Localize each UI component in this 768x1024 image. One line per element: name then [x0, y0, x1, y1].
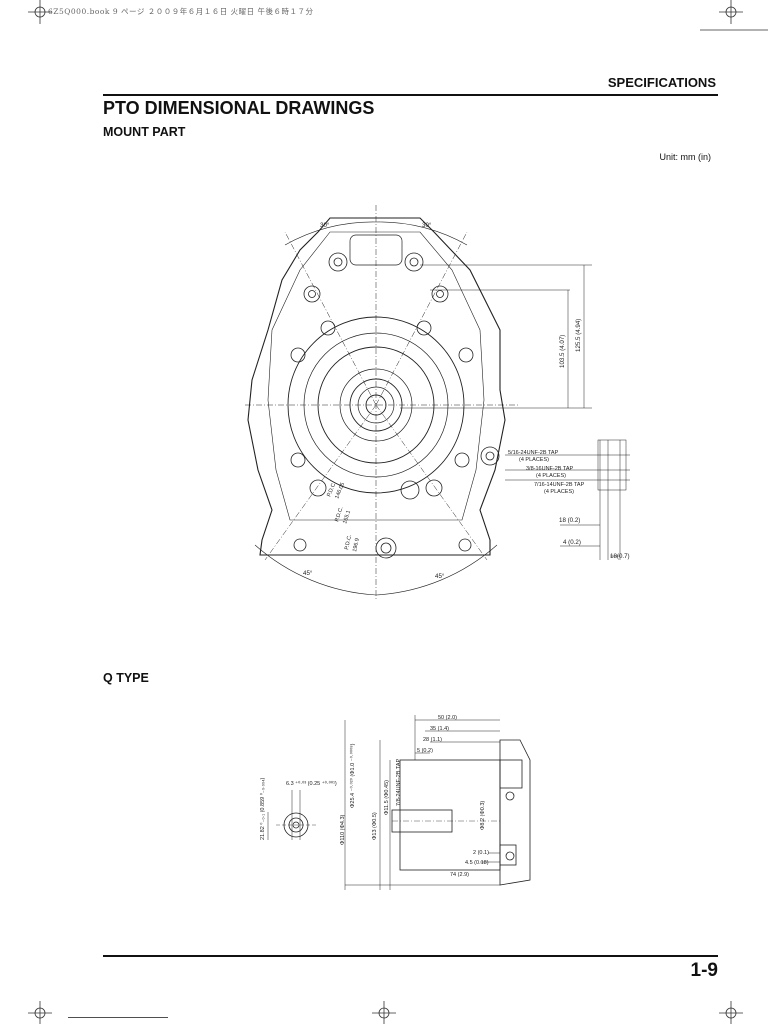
q-thread: 7/8-24UNF-2B TAP	[396, 758, 402, 806]
q-dim-4-5: 4.5 (0.18)	[465, 860, 489, 866]
crop-mark-bottom-left-icon	[28, 1001, 52, 1024]
angle-label-bottom-right: 45°	[435, 573, 445, 580]
angle-label-bottom-left: 45°	[303, 570, 313, 577]
q-dia-11-5: Φ11.5 (Φ0.45)	[384, 780, 390, 815]
page-subtitle: MOUNT PART	[103, 125, 186, 139]
bottom-rule	[103, 955, 718, 957]
pcd-label-1: P.D.C.	[326, 481, 338, 498]
q-dim-2: 2 (0.1)	[473, 850, 489, 856]
q-key-height: 21.82 ⁰₋₀.₁ (0.859 ⁰₋₀.₀₀₄)	[259, 778, 266, 840]
angle-label-top-left: 30°	[320, 222, 330, 229]
top-rule	[103, 94, 718, 96]
pcd-value-3: 196.9	[352, 538, 361, 553]
qtype-heading: Q TYPE	[103, 671, 149, 685]
q-dia-25-4: Φ25.4 ⁻⁰·⁰²⁰ (Φ1.0 ⁻⁰·⁰⁰⁰⁸)	[349, 743, 356, 808]
q-type-dimension-labels: 50 (2.0) 35 (1.4) 28 (1.1) 5 (0.2) 2 (0.…	[259, 715, 489, 878]
page-title: PTO DIMENSIONAL DRAWINGS	[103, 98, 375, 118]
q-dia-13: Φ13 (Φ0.5)	[372, 812, 378, 840]
tap-qty-3: (4 PLACES)	[544, 489, 574, 495]
crop-mark-bottom-right-icon	[719, 1001, 743, 1024]
tap-label-2: 3/8-16UNF-2B TAP	[526, 466, 574, 472]
section-label: SPECIFICATIONS	[607, 75, 716, 90]
tap-qty-2: (4 PLACES)	[536, 473, 566, 479]
pcd-value-2: 165.1	[342, 510, 352, 525]
crop-mark-bottom-center-icon	[372, 1001, 396, 1024]
pcd-label-3: P.D.C.	[344, 534, 353, 551]
dim-4-0-2: 4 (0.2)	[563, 539, 581, 546]
q-dim-35: 35 (1.4)	[430, 726, 449, 732]
dim-103-5: 103.5 (4.07)	[559, 335, 566, 368]
tap-qty-1: (4 PLACES)	[519, 457, 549, 463]
mount-part-drawing	[245, 205, 630, 600]
q-dia-110: Φ110 (Φ4.3)	[340, 814, 346, 845]
crop-mark-top-right-icon	[700, 0, 768, 31]
pcd-label-2: P.D.C.	[334, 506, 345, 523]
dim-18-0-7: 18(0.7)	[610, 553, 630, 560]
q-dim-5: 5 (0.2)	[417, 748, 433, 754]
q-dim-28: 28 (1.1)	[423, 737, 442, 743]
crop-mark-top-left-icon	[28, 0, 52, 24]
print-header-info: 6Z5Q000.book 9 ページ ２００９年６月１６日 火曜日 午後６時１７…	[48, 7, 314, 16]
q-dia-small: Φ8.2 (Φ0.3)	[480, 801, 486, 830]
q-key-width: 6.3 ⁺⁰·⁰³ (0.25 ⁺⁰·⁰⁰¹)	[286, 780, 337, 787]
q-type-drawing	[267, 715, 531, 890]
angle-label-top-right: 30°	[422, 222, 432, 229]
mount-dimension-labels: 30° 30° 45° 45° 103.5 (4.07) 125.5 (4.94…	[303, 222, 630, 580]
tap-label-1: 5/16-24UNF-2B TAP	[508, 450, 559, 456]
page-number: 1-9	[690, 960, 718, 981]
dim-18-0-2: 18 (0.2)	[559, 517, 580, 524]
registration-marks	[28, 0, 768, 1024]
pcd-value-1: 146.05	[334, 482, 346, 500]
q-dim-74: 74 (2.9)	[450, 872, 469, 878]
unit-note: Unit: mm (in)	[659, 152, 712, 162]
q-dim-50: 50 (2.0)	[438, 715, 457, 721]
tap-label-3: 7/16-14UNF-2B TAP	[534, 482, 585, 488]
dim-125-5: 125.5 (4.94)	[575, 319, 582, 352]
footer-link-underline[interactable]	[68, 1017, 168, 1018]
